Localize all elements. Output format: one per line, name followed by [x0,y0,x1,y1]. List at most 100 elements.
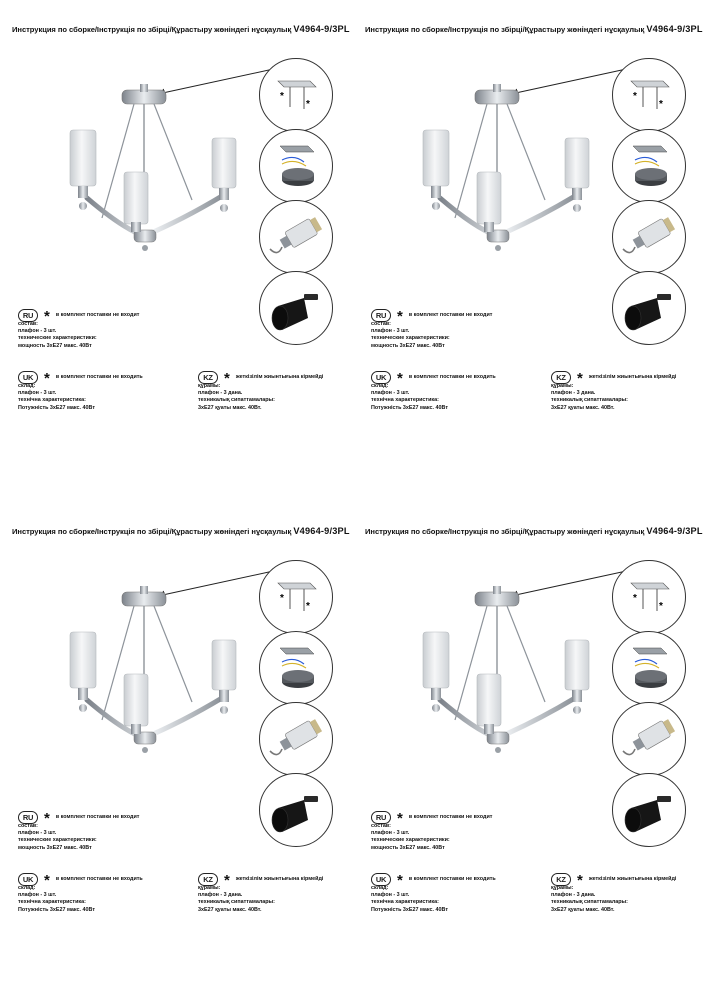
svg-text:*: * [633,593,637,604]
kz-note: жеткізілім жиынтығына кірмейді [588,374,677,380]
ru-spec: состав: плафон - 3 шт. технические харак… [18,823,97,851]
uk-spec: склад: плафон - 3 шт. технічна характери… [371,885,448,913]
uk-spec: склад: плафон - 3 шт. технічна характери… [371,383,448,411]
socket-ring-icon [259,271,333,345]
asterisk-icon: * [44,370,50,387]
svg-text:*: * [633,91,637,102]
mounting-bar-icon: * * [612,58,686,132]
uk-spec: склад: плафон - 3 шт. технічна характери… [18,885,95,913]
mounting-bar-icon: * * [612,560,686,634]
kz-note: жеткізілім жиынтығына кірмейді [235,374,324,380]
kz-badge: KZ [198,370,218,384]
uk-badge: UK [371,872,391,886]
asterisk-icon: * [577,370,583,387]
asterisk-icon: * [44,308,50,325]
kz-badge: KZ [551,370,571,384]
kz-badge: KZ [551,872,571,886]
socket-ring-icon [259,773,333,847]
uk-note-row: UK * в комплект поставки не входить [371,370,496,387]
wiring-icon [259,129,333,203]
instruction-panel: Инструкция по сборке/Інструкція по збірц… [365,20,705,500]
chandelier-illustration [422,586,590,753]
kz-note-row: KZ * жеткізілім жиынтығына кірмейді [551,370,677,387]
uk-note-row: UK * в комплект поставки не входить [18,872,143,889]
socket-ring-icon [612,271,686,345]
instruction-panel: Инструкция по сборке/Інструкція по збірц… [12,20,352,500]
lampholder-icon [259,200,333,274]
ru-spec: состав: плафон - 3 шт. технические харак… [371,321,450,349]
kz-spec: құрамы: плафон - 3 дана. техникалық сипа… [198,885,275,913]
uk-note: в комплект поставки не входить [408,374,496,380]
uk-spec: склад: плафон - 3 шт. технічна характери… [18,383,95,411]
lampholder-icon [259,702,333,776]
kz-note-row: KZ * жеткізілім жиынтығына кірмейді [551,872,677,889]
asterisk-icon: * [397,810,403,827]
ru-note-row: RU * в комплект поставки не входит [18,308,140,325]
kz-note: жеткізілім жиынтығына кірмейді [235,876,324,882]
ru-badge: RU [371,308,391,322]
lampholder-icon [612,200,686,274]
pointer-arrow-icon [510,67,632,97]
ru-note-row: RU * в комплект поставки не входит [371,308,493,325]
ru-badge: RU [18,308,38,322]
ru-badge: RU [18,810,38,824]
asterisk-icon: * [44,810,50,827]
ru-note: в комплект поставки не входит [55,312,140,318]
ru-note-row: RU * в комплект поставки не входит [18,810,140,827]
instruction-panel: Инструкция по сборке/Інструкція по збірц… [12,522,352,1002]
chandelier-illustration [69,586,237,753]
uk-note-row: UK * в комплект поставки не входить [18,370,143,387]
asterisk-icon: * [44,872,50,889]
svg-text:*: * [659,99,663,110]
uk-badge: UK [18,370,38,384]
uk-note: в комплект поставки не входить [408,876,496,882]
wiring-icon [612,631,686,705]
kz-spec: құрамы: плафон - 3 дана. техникалық сипа… [551,383,628,411]
svg-text:*: * [280,593,284,604]
pointer-arrow-icon [510,569,632,599]
ru-note-row: RU * в комплект поставки не входит [371,810,493,827]
ru-note: в комплект поставки не входит [408,312,493,318]
asterisk-icon: * [397,308,403,325]
svg-text:*: * [306,601,310,612]
uk-badge: UK [18,872,38,886]
kz-note: жеткізілім жиынтығына кірмейді [588,876,677,882]
kz-spec: құрамы: плафон - 3 дана. техникалық сипа… [551,885,628,913]
asterisk-icon: * [397,370,403,387]
uk-note: в комплект поставки не входить [55,374,143,380]
ru-note: в комплект поставки не входит [408,814,493,820]
uk-note-row: UK * в комплект поставки не входить [371,872,496,889]
ru-badge: RU [371,810,391,824]
asterisk-icon: * [224,872,230,889]
instruction-title: Инструкция по сборке/Інструкція по збірц… [365,24,703,34]
chandelier-illustration [422,84,590,251]
wiring-icon [612,129,686,203]
instruction-panel: Инструкция по сборке/Інструкція по збірц… [365,522,705,1002]
pointer-arrow-icon [157,67,279,97]
kz-spec: құрамы: плафон - 3 дана. техникалық сипа… [198,383,275,411]
uk-badge: UK [371,370,391,384]
pointer-arrow-icon [157,569,279,599]
instruction-title: Инструкция по сборке/Інструкція по збірц… [12,24,350,34]
ru-spec: состав: плафон - 3 шт. технические харак… [18,321,97,349]
asterisk-icon: * [577,872,583,889]
mounting-bar-icon: * * [259,58,333,132]
kz-note-row: KZ * жеткізілім жиынтығына кірмейді [198,370,324,387]
mounting-bar-icon: * * [259,560,333,634]
uk-note: в комплект поставки не входить [55,876,143,882]
kz-note-row: KZ * жеткізілім жиынтығына кірмейді [198,872,324,889]
asterisk-icon: * [397,872,403,889]
wiring-icon [259,631,333,705]
lampholder-icon [612,702,686,776]
chandelier-illustration [69,84,237,251]
asterisk-icon: * [224,370,230,387]
instruction-title: Инструкция по сборке/Інструкція по збірц… [365,526,703,536]
kz-badge: KZ [198,872,218,886]
svg-text:*: * [280,91,284,102]
ru-note: в комплект поставки не входит [55,814,140,820]
instruction-title: Инструкция по сборке/Інструкція по збірц… [12,526,350,536]
svg-text:*: * [659,601,663,612]
svg-text:*: * [306,99,310,110]
ru-spec: состав: плафон - 3 шт. технические харак… [371,823,450,851]
socket-ring-icon [612,773,686,847]
